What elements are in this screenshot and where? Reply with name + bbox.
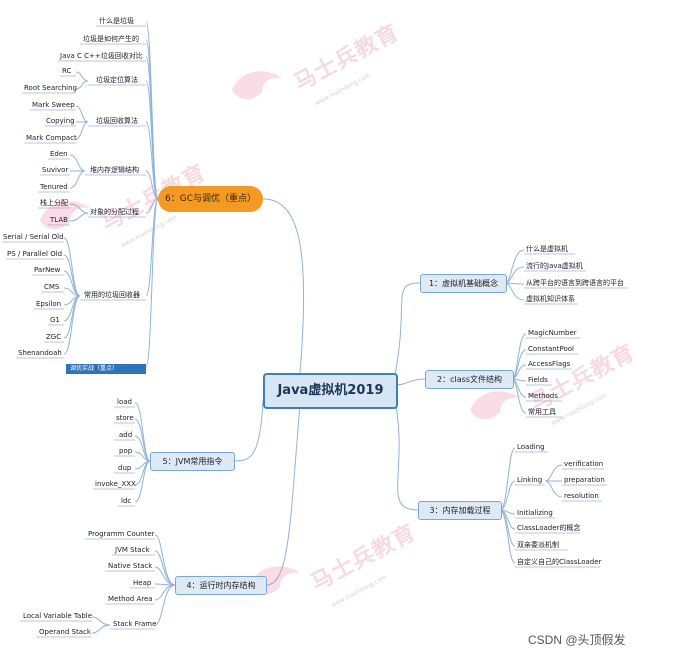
branch-jvm-instructions[interactable]: 5：JVM常用指令 xyxy=(150,452,235,471)
leaf-item[interactable]: ClassLoader的概念 xyxy=(517,524,581,532)
leaf-item[interactable]: Programm Counter xyxy=(88,530,155,538)
leaf-item[interactable]: ParNew xyxy=(34,266,61,274)
leaf-item[interactable]: ldc xyxy=(121,497,132,505)
leaf-item[interactable]: 栈上分配 xyxy=(40,199,68,207)
leaf-item[interactable]: 流行的Java虚拟机 xyxy=(526,262,583,270)
leaf-item[interactable]: Operand Stack xyxy=(39,628,91,636)
leaf-item[interactable]: Serial / Serial Old xyxy=(3,233,64,241)
leaf-item[interactable]: Mark Compact xyxy=(26,134,77,142)
leaf-item[interactable]: dup xyxy=(118,464,132,472)
leaf-item[interactable]: preparation xyxy=(564,476,605,484)
leaf-item[interactable]: 虚拟机知识体系 xyxy=(526,295,575,303)
leaf-item[interactable]: Suvivor xyxy=(42,166,69,174)
root-topic[interactable]: Java虚拟机2019 xyxy=(263,373,398,409)
leaf-item[interactable]: 垃圾是如何产生的 xyxy=(83,35,139,43)
leaf-item[interactable]: 自定义自己的ClassLoader xyxy=(517,558,602,566)
leaf-item[interactable]: 什么是虚拟机 xyxy=(526,245,568,253)
leaf-item[interactable]: ConstantPool xyxy=(528,345,574,353)
leaf-item[interactable]: pop xyxy=(119,447,133,455)
leaf-item[interactable]: Mark Sweep xyxy=(32,101,75,109)
leaf-item[interactable]: verification xyxy=(564,460,604,468)
leaf-item[interactable]: 垃圾回收算法 xyxy=(96,117,138,125)
branch-gc-tuning[interactable]: 6：GC与调优（重点） xyxy=(158,186,263,212)
leaf-item[interactable]: RC xyxy=(62,67,72,75)
leaf-item[interactable]: Local Variable Table xyxy=(23,612,93,620)
leaf-item[interactable]: Eden xyxy=(50,150,68,158)
leaf-item[interactable]: 双亲委派机制 xyxy=(517,541,559,549)
leaf-item[interactable]: AccessFlags xyxy=(528,360,571,368)
leaf-item[interactable]: Java C C++垃圾回收对比 xyxy=(60,52,143,60)
leaf-item[interactable]: MagicNumber xyxy=(528,329,577,337)
leaf-item[interactable]: Fields xyxy=(528,376,548,384)
leaf-item[interactable]: PS / Parallel Old xyxy=(7,250,63,258)
leaf-item[interactable]: Initializing xyxy=(517,509,553,517)
branch-vm-basics[interactable]: 1：虚拟机基础概念 xyxy=(420,274,507,293)
leaf-item[interactable]: ZGC xyxy=(46,333,62,341)
branch-class-file[interactable]: 2：class文件结构 xyxy=(425,370,514,389)
leaf-item[interactable]: 什么是垃圾 xyxy=(99,17,134,25)
leaf-item[interactable]: Stack Frame xyxy=(113,620,157,628)
leaf-item[interactable]: 常用工具 xyxy=(528,408,556,416)
leaf-item[interactable]: store xyxy=(116,414,134,422)
leaf-item[interactable]: Heap xyxy=(133,579,152,587)
branch-class-loading[interactable]: 3：内存加载过程 xyxy=(418,501,502,520)
leaf-item[interactable]: 垃圾定位算法 xyxy=(96,76,138,84)
leaf-item[interactable]: CMS xyxy=(44,283,60,291)
leaf-item[interactable]: Epsilon xyxy=(36,300,62,308)
leaf-item[interactable]: JVM Stack xyxy=(115,546,150,554)
leaf-item[interactable]: G1 xyxy=(50,316,60,324)
leaf-item[interactable]: 对象的分配过程 xyxy=(90,208,139,216)
leaf-item[interactable]: Tenured xyxy=(40,183,68,191)
leaf-item[interactable]: Root Searching xyxy=(24,84,77,92)
leaf-item[interactable]: TLAB xyxy=(50,216,68,224)
leaf-item[interactable]: 常用的垃圾回收器 xyxy=(84,291,140,299)
leaf-item[interactable]: Loading xyxy=(517,443,545,451)
leaf-item[interactable]: Native Stack xyxy=(108,562,153,570)
leaf-item[interactable]: 从跨平台的语言到跨语言的平台 xyxy=(526,279,624,287)
branch-runtime-memory[interactable]: 4：运行时内存结构 xyxy=(175,576,267,595)
leaf-item[interactable]: Methods xyxy=(528,392,558,400)
leaf-item[interactable]: Method Area xyxy=(108,595,153,603)
leaf-item[interactable]: load xyxy=(117,398,132,406)
leaf-item[interactable]: Linking xyxy=(517,476,543,484)
leaf-item[interactable]: add xyxy=(119,431,133,439)
leaf-item[interactable]: resolution xyxy=(564,492,599,500)
leaf-item[interactable]: 堆内存逻辑结构 xyxy=(90,166,139,174)
leaf-item[interactable]: Copying xyxy=(46,117,75,125)
leaf-item[interactable]: Shenandoah xyxy=(18,349,62,357)
csdn-credit: CSDN @头顶假发 xyxy=(528,633,626,647)
leaf-item[interactable]: invoke_XXX xyxy=(95,480,136,488)
tuning-practice-tag[interactable]: 调优实战（重点） xyxy=(66,364,146,374)
